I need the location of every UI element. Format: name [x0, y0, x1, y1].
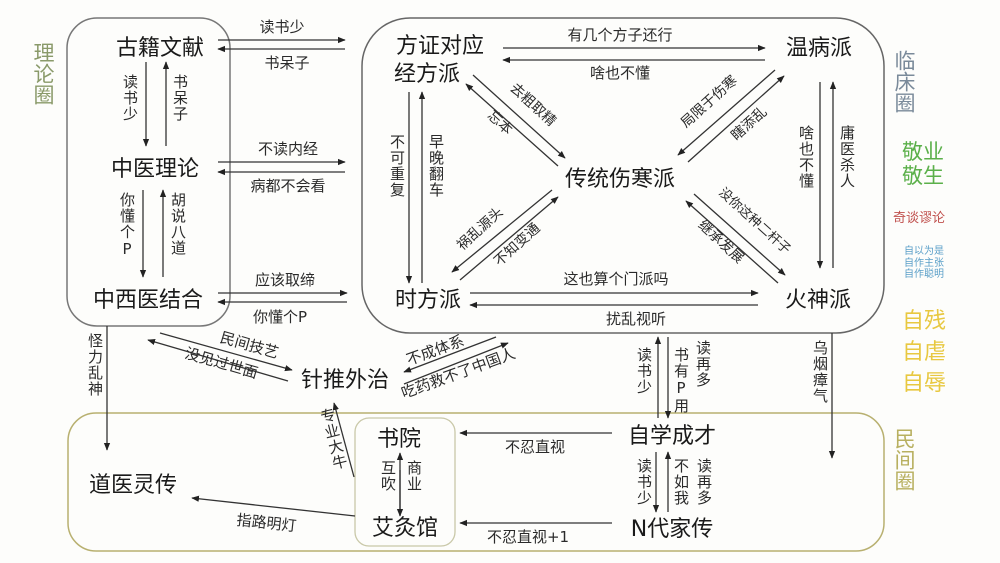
edge-label-jingfang-to-shifang: 不可重复	[388, 134, 406, 198]
edge-label-integrated-to-daoyi: 怪力乱神	[86, 333, 104, 397]
edge-label: 这也算个门派吗	[563, 270, 668, 288]
edge-label-clinic-to-self-2: 读再多	[694, 340, 712, 388]
node-daoyi: 道医灵传	[89, 473, 177, 498]
arrow-jingfang-to-shanghan	[472, 74, 566, 159]
edge-label-shifang-to-jingfang: 早晚翻车	[427, 134, 445, 198]
edge-label: 扰乱视听	[606, 310, 666, 328]
legend-blue-line: 自作主张	[904, 257, 944, 269]
arrow-integrated-to-acu	[159, 332, 293, 372]
legend-green-line: 敬业	[902, 140, 944, 164]
edge-label-wenbing-to-huoshen: 啥也不懂	[797, 125, 815, 189]
arrow-acu-to-clinic	[403, 342, 509, 385]
legend-yellow: 自残 自虐 自辱	[902, 307, 946, 399]
edge-label-huoshen-to-wenbing: 庸医杀人	[838, 125, 856, 189]
edge-label: 病都不会看	[250, 177, 325, 195]
edge-label: 去粗取精	[507, 80, 559, 129]
edge-label: 读书少	[259, 18, 304, 36]
clinical-circle-label-vertical: 临床圈	[892, 50, 916, 113]
theory-circle-label-vertical: 理论圈	[31, 42, 55, 105]
node-family: N代家传	[631, 517, 713, 542]
edge-label: 不忍直视	[505, 438, 565, 456]
edge-label: 继承发展	[695, 217, 747, 266]
edge-label: 忘本	[484, 108, 516, 139]
arrow-shanghan-to-wenbing	[687, 75, 785, 163]
edge-label: 书呆子	[264, 54, 309, 72]
folk-circle-label-vertical: 民间圈	[892, 428, 916, 491]
arrow-shifang-to-shanghan	[459, 196, 559, 281]
edge-label: 应该取缔	[255, 271, 315, 289]
arrow-academy-to-acu	[332, 402, 355, 478]
edge-label: 不知变通	[490, 220, 543, 270]
node-jingfang-line1: 方证对应	[396, 34, 484, 59]
arrow-shanghan-to-shifang	[451, 189, 553, 273]
node-ancient-texts: 古籍文献	[116, 36, 204, 61]
arrow-acu-to-integrated	[147, 338, 289, 382]
edge-label-academy-moxa-2: 商业	[405, 460, 423, 492]
legend-blue-line: 自以为是	[904, 246, 944, 257]
edge-label-theory-to-ancient: 书呆子	[171, 74, 189, 122]
edge-label: 有几个方子还行	[567, 26, 672, 44]
edge-label-academy-moxa-1: 互吹	[379, 460, 397, 492]
node-wenbing: 温病派	[786, 36, 852, 61]
node-moxa: 艾灸馆	[372, 516, 438, 541]
edge-label: 不读内经	[258, 140, 318, 158]
node-self-taught: 自学成才	[628, 424, 716, 449]
edge-label: 瞎添乱	[728, 104, 770, 144]
edge-label: 祸乱源头	[454, 204, 506, 253]
edge-label: 指路明灯	[236, 511, 298, 535]
edge-label: 不忍直视+1	[487, 528, 569, 546]
academy-moxa-box	[354, 417, 456, 547]
node-shifang: 时方派	[395, 288, 461, 313]
node-jingfang-line2: 经方派	[394, 62, 460, 87]
legend-blue: 自以为是 自作主张 自作聪明	[904, 246, 944, 281]
node-acupuncture: 针推外治	[301, 368, 389, 393]
legend-yellow-line: 自虐	[902, 339, 947, 365]
legend-yellow-line: 自辱	[902, 370, 947, 396]
legend-green: 敬业 敬生	[902, 140, 944, 188]
edge-label-integrated-to-theory: 胡说八道	[169, 192, 187, 256]
edge-label-self-to-family: 读书少	[635, 458, 653, 506]
legend-green-line: 敬生	[902, 164, 944, 189]
edge-label-theory-to-integrated: 你懂个P	[118, 192, 136, 259]
legend-red: 奇谈谬论	[893, 211, 946, 227]
edge-label-self-to-clinic: 读书少	[635, 347, 653, 395]
node-tcm-theory: 中医理论	[111, 157, 199, 182]
legend-red-line: 奇谈谬论	[893, 211, 946, 226]
legend-blue-line: 自作聪明	[904, 269, 944, 280]
folk-circle-box	[67, 412, 885, 552]
edge-label-huoshen-to-folk: 乌烟瘴气	[811, 340, 829, 404]
arrow-shanghan-to-huoshen	[693, 193, 786, 276]
node-shanghan: 传统伤寒派	[565, 167, 675, 192]
legend-yellow-line: 自残	[902, 309, 947, 334]
node-academy: 书院	[377, 427, 421, 452]
arrow-clinic-to-acu	[403, 336, 497, 373]
edge-label-family-to-self-1: 不如我	[672, 458, 690, 506]
arrow-shanghan-to-jingfang	[465, 83, 559, 167]
arrow-huoshen-to-shanghan	[685, 200, 779, 284]
edge-label-clinic-to-self: 书有P用	[672, 347, 690, 414]
arrow-wenbing-to-shanghan	[677, 69, 776, 156]
edge-label-ancient-to-theory: 读书少	[121, 74, 139, 122]
clinical-circle-box	[361, 17, 885, 334]
node-integrated: 中西医结合	[93, 288, 203, 313]
arrow-moxa-to-daoyi	[191, 495, 356, 517]
edge-label: 啥也不懂	[590, 64, 650, 82]
edge-label-family-to-self-2: 读再多	[695, 458, 713, 506]
node-huoshen: 火神派	[785, 288, 851, 313]
edge-label: 你懂个P	[253, 308, 307, 326]
